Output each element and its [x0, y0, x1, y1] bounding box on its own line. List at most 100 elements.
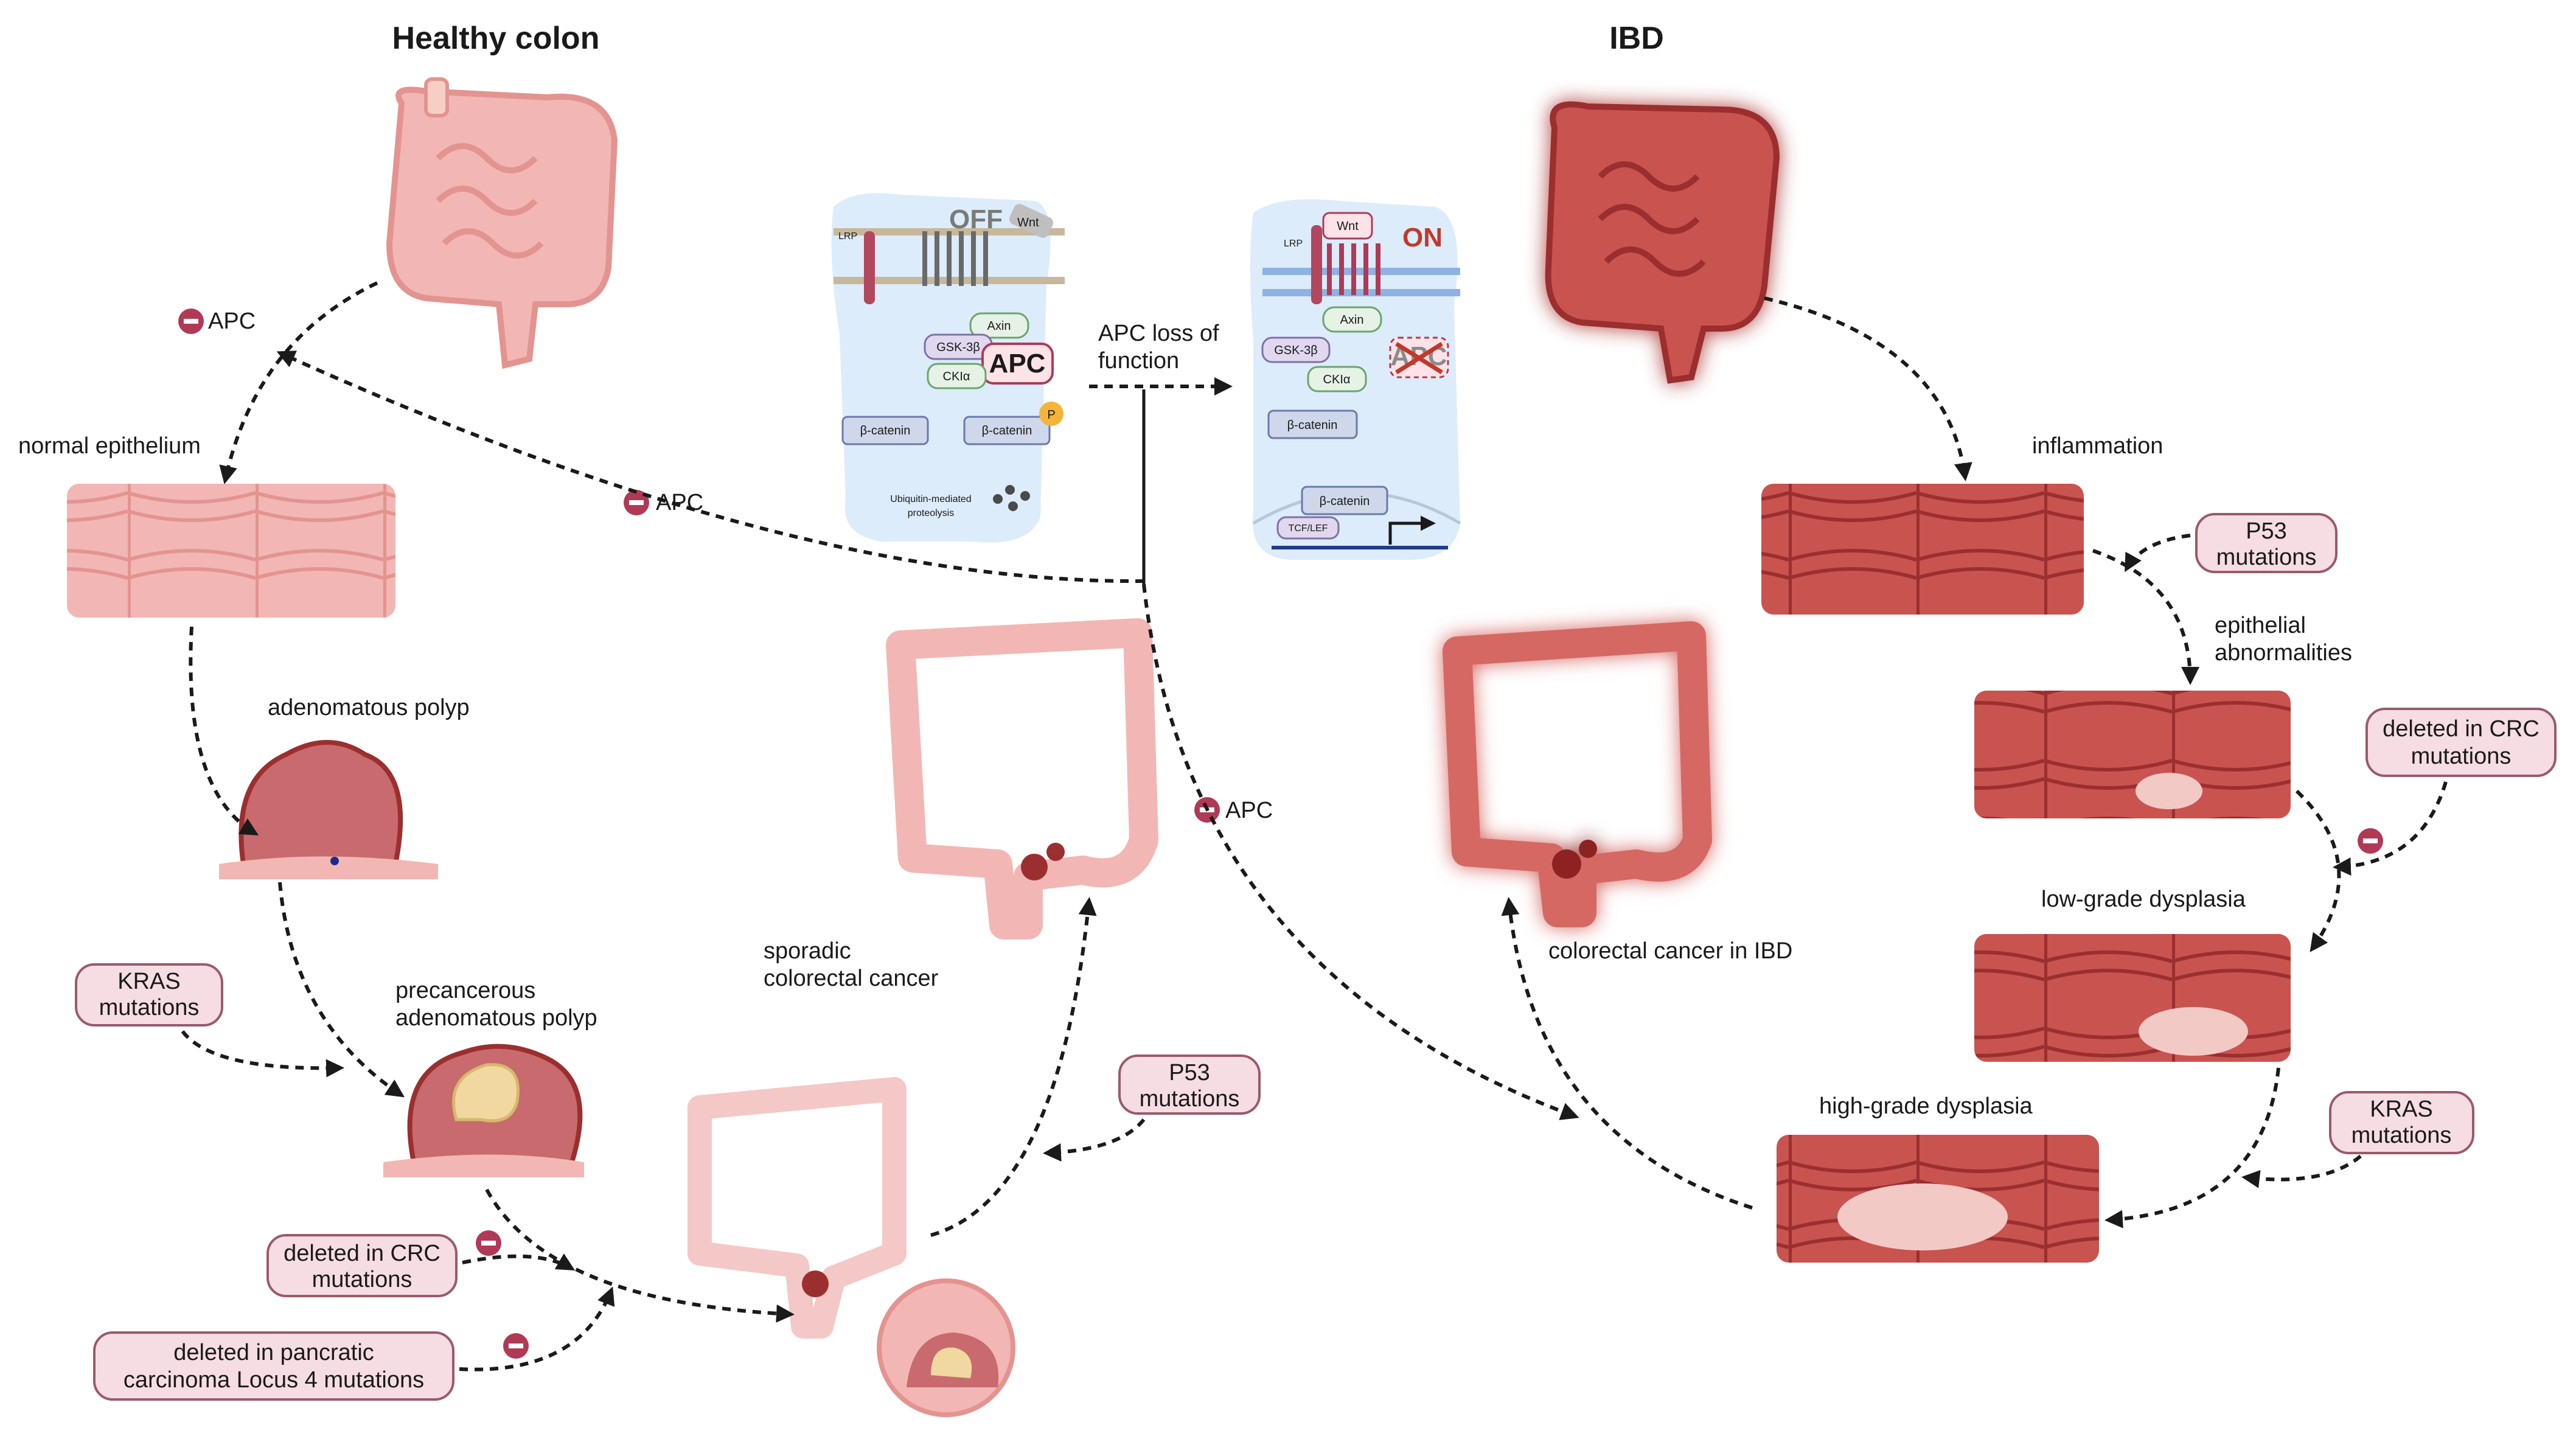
- label-apc-loss-2: function: [1098, 348, 1179, 374]
- arrow-kras-left: [181, 1030, 344, 1078]
- label-adenomatous-polyp: adenomatous polyp: [268, 695, 470, 720]
- svg-text:Axin: Axin: [1340, 313, 1364, 327]
- sporadic-colon-top: [886, 618, 1158, 939]
- svg-text:GSK-3β: GSK-3β: [936, 341, 980, 354]
- inhibitor-dcc-left-icon: [476, 1230, 501, 1256]
- high-grade-dysplasia-tissue: [1777, 1135, 2099, 1263]
- wnt-off-panel: LRP OFF Wnt Axin GSK-3β APC CKIα β-caten…: [831, 193, 1065, 543]
- inhibitor-dcc-right-icon: [2358, 828, 2383, 854]
- inhibitor-apc-left: APC: [178, 308, 256, 334]
- arrows: [181, 281, 2448, 1372]
- svg-text:β-catenin: β-catenin: [1320, 495, 1370, 508]
- svg-text:deleted in CRC: deleted in CRC: [2383, 716, 2539, 742]
- pill-p53-center: P53 mutations: [1118, 1054, 1261, 1115]
- svg-text:Ubiquitin-mediated: Ubiquitin-mediated: [890, 494, 971, 504]
- label-sporadic-1: sporadic: [764, 938, 851, 964]
- arrow-high-grade-to-cancer: [1501, 897, 1753, 1210]
- adenomatous-polyp-illustration: [219, 740, 438, 879]
- svg-text:proteolysis: proteolysis: [908, 508, 954, 518]
- svg-text:P53: P53: [1169, 1060, 1210, 1086]
- pill-kras-left: KRAS mutations: [75, 963, 223, 1027]
- svg-text:mutations: mutations: [312, 1267, 413, 1292]
- arrow-p53-center: [1043, 1118, 1146, 1162]
- sporadic-colon-bottom: [688, 1077, 1015, 1417]
- svg-text:CKIα: CKIα: [1323, 373, 1351, 386]
- ibd-colon-illustration: [1545, 101, 1780, 384]
- pill-p53-right: P53 mutations: [2195, 513, 2338, 573]
- svg-text:APC: APC: [656, 490, 703, 515]
- arrow-dcc-left: [462, 1253, 576, 1271]
- label-epithelial-2: abnormalities: [2215, 640, 2352, 666]
- inhibitor-apc-center: APC: [1194, 797, 1273, 823]
- svg-text:mutations: mutations: [2216, 545, 2317, 570]
- svg-text:KRAS: KRAS: [2370, 1096, 2432, 1122]
- healthy-colon-illustration: [386, 77, 618, 369]
- arrow-low-to-high-grade: [2104, 1067, 2280, 1229]
- title-ibd: IBD: [1609, 21, 1664, 56]
- normal-epithelium-tissue: [67, 484, 395, 618]
- svg-text:β-catenin: β-catenin: [982, 424, 1032, 437]
- svg-text:mutations: mutations: [99, 995, 200, 1020]
- inflammation-tissue: [1761, 484, 2084, 615]
- label-low-grade-dysplasia: low-grade dysplasia: [2041, 887, 2246, 912]
- arrow-epithelial-to-low-grade: [2295, 789, 2341, 952]
- label-precancerous-2: adenomatous polyp: [395, 1005, 597, 1031]
- pill-dpc4: deleted in pancratic carcinoma Locus 4 m…: [93, 1331, 454, 1401]
- arrow-precancerous-to-sporadic: [485, 1188, 795, 1323]
- svg-text:deleted in pancratic: deleted in pancratic: [173, 1340, 374, 1365]
- low-grade-dysplasia-tissue: [1974, 934, 2291, 1062]
- arrow-dcc-right: [2333, 781, 2448, 876]
- arrow-epithelium-to-polyp: [189, 626, 259, 836]
- svg-text:mutations: mutations: [2351, 1123, 2452, 1148]
- label-crc-in-ibd: colorectal cancer in IBD: [1548, 938, 1792, 964]
- svg-text:Axin: Axin: [987, 319, 1011, 333]
- svg-text:KRAS: KRAS: [117, 969, 180, 994]
- label-sporadic-2: colorectal cancer: [764, 966, 939, 991]
- svg-text:P: P: [1047, 408, 1055, 422]
- svg-text:APC: APC: [989, 349, 1046, 378]
- svg-text:Wnt: Wnt: [1017, 216, 1039, 229]
- arrow-junction-to-healthy: [276, 350, 1144, 584]
- svg-text:APC: APC: [208, 308, 256, 334]
- svg-text:GSK-3β: GSK-3β: [1274, 344, 1318, 357]
- inhibitor-apc-mid: APC: [624, 490, 703, 515]
- svg-text:carcinoma Locus 4 mutations: carcinoma Locus 4 mutations: [124, 1367, 424, 1393]
- svg-text:mutations: mutations: [1140, 1086, 1240, 1112]
- title-healthy-colon: Healthy colon: [392, 21, 600, 56]
- arrow-junction-to-high-grade: [1142, 584, 1579, 1120]
- svg-text:OFF: OFF: [949, 204, 1003, 234]
- label-high-grade-dysplasia: high-grade dysplasia: [1819, 1093, 2033, 1119]
- ibd-cancer-colon-illustration: [1443, 621, 1712, 927]
- label-normal-epithelium: normal epithelium: [18, 433, 201, 459]
- svg-text:β-catenin: β-catenin: [1287, 419, 1338, 432]
- inhibitor-dpc4-icon: [503, 1333, 529, 1359]
- arrow-polyp-to-precancerous: [278, 882, 405, 1098]
- svg-text:APC: APC: [1225, 798, 1273, 823]
- pill-kras-right: KRAS mutations: [2329, 1091, 2474, 1154]
- pill-dcc-right: deleted in CRC mutations: [2365, 708, 2557, 777]
- svg-text:LRP: LRP: [838, 231, 857, 242]
- svg-text:LRP: LRP: [1284, 239, 1303, 249]
- svg-text:CKIα: CKIα: [943, 370, 970, 383]
- svg-text:TCF/LEF: TCF/LEF: [1289, 523, 1328, 534]
- label-inflammation: inflammation: [2032, 433, 2163, 459]
- label-precancerous-1: precancerous: [395, 978, 535, 1003]
- arrow-sporadic-up: [930, 897, 1097, 1237]
- arrow-kras-right: [2241, 1154, 2362, 1188]
- precancerous-polyp-illustration: [383, 1044, 584, 1177]
- svg-text:mutations: mutations: [2411, 744, 2512, 769]
- pill-dcc-left: deleted in CRC mutations: [266, 1234, 458, 1297]
- arrow-p53-right: [2125, 534, 2191, 573]
- label-epithelial-1: epithelial: [2215, 613, 2306, 638]
- svg-text:Wnt: Wnt: [1337, 220, 1359, 233]
- arrow-inflammation-to-epithelial: [2092, 549, 2199, 685]
- svg-text:ON: ON: [1402, 223, 1443, 253]
- svg-text:deleted in CRC: deleted in CRC: [284, 1241, 440, 1266]
- svg-text:P53: P53: [2246, 518, 2287, 544]
- epithelial-abnormalities-tissue: [1974, 691, 2291, 818]
- arrow-ibd-to-inflammation: [1764, 296, 1972, 481]
- arrow-dpc4: [459, 1286, 615, 1372]
- label-apc-loss-1: APC loss of: [1098, 321, 1219, 346]
- wnt-on-panel: LRP Wnt ON Axin GSK-3β CKIα APC β-cateni…: [1250, 199, 1461, 560]
